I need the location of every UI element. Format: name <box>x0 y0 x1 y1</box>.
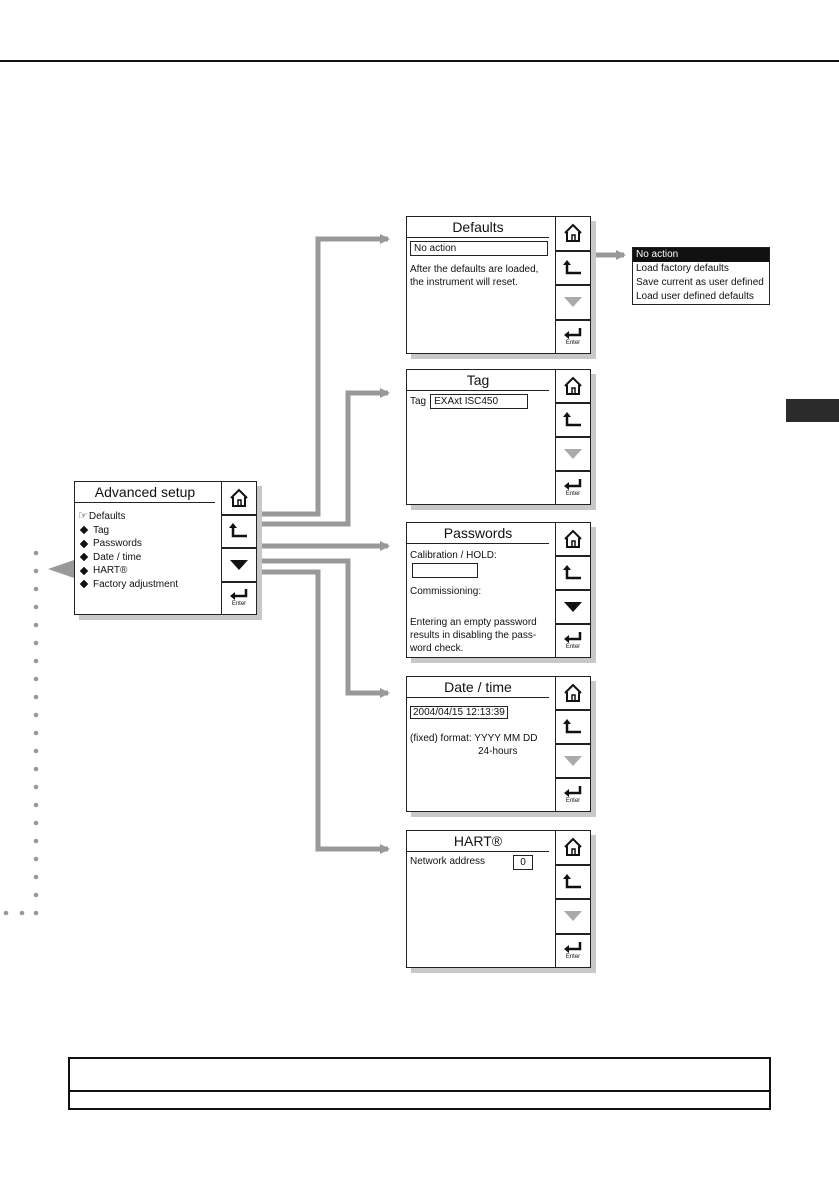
down-arrow-icon <box>564 449 582 459</box>
home-button[interactable] <box>556 831 590 866</box>
defaults-note: After the defaults are loaded, the instr… <box>410 264 539 288</box>
back-button[interactable] <box>222 515 256 549</box>
enter-button[interactable]: Enter <box>556 472 590 504</box>
panel-title: Advanced setup <box>75 482 215 503</box>
dropdown-option-save-user[interactable]: Save current as user defined <box>636 277 764 288</box>
enter-button[interactable]: Enter <box>222 582 256 614</box>
tag-label: Tag <box>410 396 427 407</box>
enter-icon <box>564 479 582 490</box>
enter-icon <box>564 327 582 339</box>
back-button[interactable] <box>556 251 590 286</box>
panel-title: HART® <box>407 831 549 852</box>
hand-pointer-icon: ☞ <box>78 510 88 523</box>
down-arrow-icon <box>564 911 582 922</box>
enter-button[interactable]: Enter <box>556 625 590 657</box>
date-time-input[interactable]: 2004/04/15 12:13:39 <box>410 706 508 719</box>
panel-title: Tag <box>407 370 549 391</box>
enter-icon <box>230 589 248 601</box>
down-button <box>556 286 590 321</box>
enter-button[interactable]: Enter <box>556 320 590 353</box>
panel-title: Passwords <box>407 523 549 544</box>
back-icon <box>229 523 247 538</box>
home-icon <box>230 488 248 507</box>
enter-label: Enter <box>565 339 581 346</box>
calibration-label: Calibration / HOLD: <box>410 550 497 561</box>
down-arrow-icon <box>564 756 582 766</box>
back-button[interactable] <box>556 711 590 745</box>
defaults-dropdown[interactable]: No action Load factory defaults Save cur… <box>632 247 770 305</box>
home-button[interactable] <box>222 482 256 516</box>
enter-button[interactable]: Enter <box>556 779 590 811</box>
home-icon <box>564 683 582 702</box>
home-button[interactable] <box>556 677 590 711</box>
dropdown-option-load-user[interactable]: Load user defined defaults <box>636 291 754 302</box>
down-button <box>556 745 590 779</box>
down-arrow-icon <box>230 559 248 570</box>
menu-item-factory-adjustment[interactable]: Factory adjustment <box>78 578 218 592</box>
back-icon <box>563 412 581 427</box>
commissioning-label: Commissioning: <box>410 586 482 597</box>
back-icon <box>563 873 581 888</box>
enter-label: Enter <box>565 798 581 804</box>
home-icon <box>564 837 582 857</box>
menu-item-passwords[interactable]: Passwords <box>78 537 218 551</box>
footer-box <box>68 1057 771 1110</box>
enter-label: Enter <box>231 601 247 608</box>
back-button[interactable] <box>556 404 590 438</box>
passwords-panel: Passwords Calibration / HOLD: Commission… <box>406 522 591 658</box>
hours-label: 24-hours <box>478 746 518 757</box>
down-button[interactable] <box>222 549 256 583</box>
home-button[interactable] <box>556 370 590 404</box>
top-rule <box>0 0 839 62</box>
menu-item-date-time[interactable]: Date / time <box>78 551 218 565</box>
home-icon <box>564 529 582 548</box>
advanced-setup-panel: Advanced setup ☞ Defaults Tag Passwords … <box>74 481 257 615</box>
panel-title: Date / time <box>407 677 549 698</box>
footer-divider <box>70 1090 769 1092</box>
network-address-label: Network address <box>410 856 486 867</box>
menu-item-hart[interactable]: HART® <box>78 564 218 578</box>
format-label: (fixed) format: YYYY MM DD <box>410 733 538 744</box>
enter-label: Enter <box>565 953 581 960</box>
calibration-password-input[interactable] <box>412 563 478 578</box>
date-time-panel: Date / time 2004/04/15 12:13:39 (fixed) … <box>406 676 591 812</box>
menu-item-tag[interactable]: Tag <box>78 524 218 538</box>
menu-item-defaults[interactable]: ☞ Defaults <box>78 510 126 523</box>
enter-icon <box>564 786 582 797</box>
network-address-input[interactable]: 0 <box>513 855 534 870</box>
tag-panel: Tag Tag EXAxt ISC450 Enter <box>406 369 591 505</box>
dropdown-option-load-factory[interactable]: Load factory defaults <box>636 263 729 274</box>
back-button[interactable] <box>556 865 590 900</box>
dropdown-option-no-action[interactable]: No action <box>633 248 769 262</box>
enter-icon <box>564 632 582 643</box>
defaults-select[interactable]: No action <box>410 241 548 256</box>
down-arrow-icon <box>564 602 582 612</box>
down-arrow-icon <box>564 297 582 308</box>
enter-icon <box>564 941 582 953</box>
hart-panel: HART® Network address 0 Enter <box>406 830 591 968</box>
enter-label: Enter <box>565 644 581 650</box>
home-button[interactable] <box>556 523 590 557</box>
pointer-arrow-icon <box>48 560 74 578</box>
defaults-panel: Defaults No action After the defaults ar… <box>406 216 591 354</box>
down-button[interactable] <box>556 591 590 625</box>
panel-title: Defaults <box>407 217 549 238</box>
home-icon <box>564 376 582 395</box>
down-button <box>556 900 590 935</box>
passwords-note: Entering an empty password results in di… <box>410 617 537 654</box>
back-icon <box>563 259 581 274</box>
back-icon <box>563 565 581 580</box>
back-button[interactable] <box>556 557 590 591</box>
home-button[interactable] <box>556 217 590 252</box>
enter-button[interactable]: Enter <box>556 934 590 967</box>
back-icon <box>563 719 581 734</box>
enter-label: Enter <box>565 491 581 497</box>
chapter-tab <box>786 399 839 422</box>
home-icon <box>564 223 582 243</box>
down-button <box>556 438 590 472</box>
tag-input[interactable]: EXAxt ISC450 <box>430 394 529 409</box>
